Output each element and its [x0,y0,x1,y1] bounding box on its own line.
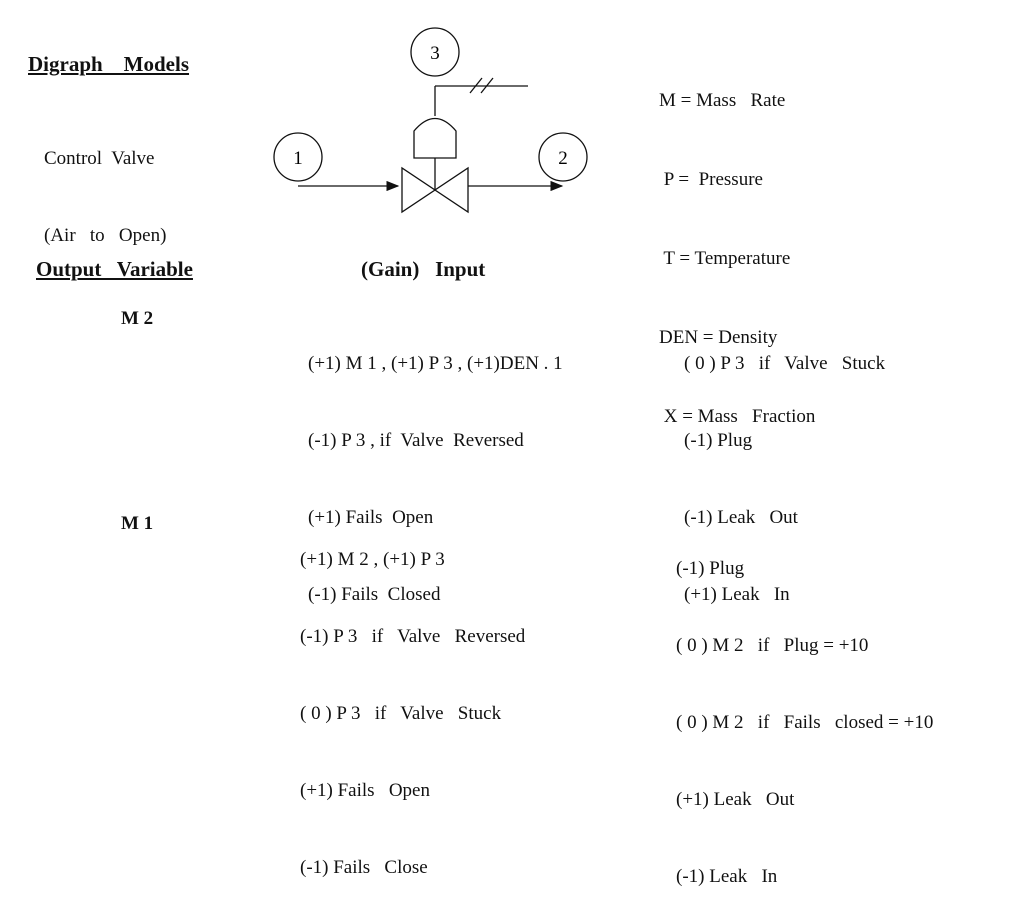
input-item: ( 0 ) P 3 if Valve Stuck [300,703,502,724]
subtitle-line: Control Valve [44,148,155,169]
input-item: ( 0 ) M 2 if Fails closed = +10 [676,712,934,733]
subtitle: Control Valve (Air to Open) [44,98,166,274]
output-label-m1: M 1 [121,513,154,534]
control-valve-diagram: 1 2 3 [273,27,588,214]
node-2-label: 2 [558,148,568,169]
inputs-m1-col-b: (-1) Plug ( 0 ) M 2 if Plug = +10 ( 0 ) … [676,508,933,915]
input-item: (+1) Leak In [684,584,790,605]
legend-item: M = Mass Rate [659,90,786,111]
input-item: (-1) P 3 , if Valve Reversed [308,430,524,451]
input-item: (-1) P 3 if Valve Reversed [300,626,526,647]
input-item: (-1) Leak In [676,866,778,887]
valve-body-right [433,166,469,214]
input-item: (-1) Plug [684,430,753,451]
input-item: (-1) Leak Out [684,507,798,528]
node-3-label: 3 [430,43,440,64]
node-1-circle [273,132,323,182]
legend-item: P = Pressure [659,169,763,190]
input-item: (-1) Fails Close [300,857,428,878]
inputs-m2-col-b: ( 0 ) P 3 if Valve Stuck (-1) Plug (-1) … [684,303,885,633]
inputs-m1-col-a: (+1) M 2 , (+1) P 3 (-1) P 3 if Valve Re… [300,499,525,906]
input-item: (+1) Fails Open [308,507,434,528]
input-item: (-1) Fails Closed [308,584,441,605]
legend-item: X = Mass Fraction [659,406,816,427]
input-item: (+1) M 2 , (+1) P 3 [300,549,445,570]
input-item: ( 0 ) P 3 if Valve Stuck [684,353,886,374]
output-label-m2: M 2 [121,308,154,329]
legend: M = Mass Rate P = Pressure T = Temperatu… [659,39,815,456]
node-1-label: 1 [293,148,303,169]
input-item: (+1) Leak Out [676,789,795,810]
subtitle-line: (Air to Open) [44,225,167,246]
legend-item: T = Temperature [659,248,791,269]
output-variable-header: Output Variable [36,257,193,281]
legend-item: DEN = Density [659,327,778,348]
page-title: Digraph Models [28,52,190,76]
inputs-m2-col-a: (+1) M 1 , (+1) P 3 , (+1)DEN . 1 (-1) P… [308,303,563,633]
input-item: (-1) Plug [676,558,745,579]
signal-hash-1 [469,77,483,94]
input-item: ( 0 ) M 2 if Plug = +10 [676,635,869,656]
gain-input-header: (Gain) Input [361,257,486,281]
valve-actuator [413,117,457,159]
input-item: (+1) M 1 , (+1) P 3 , (+1)DEN . 1 [308,353,563,374]
input-item: (+1) Fails Open [300,780,430,801]
signal-hash-2 [480,77,494,94]
valve-body-left [401,166,437,214]
node-3-circle [410,27,460,77]
